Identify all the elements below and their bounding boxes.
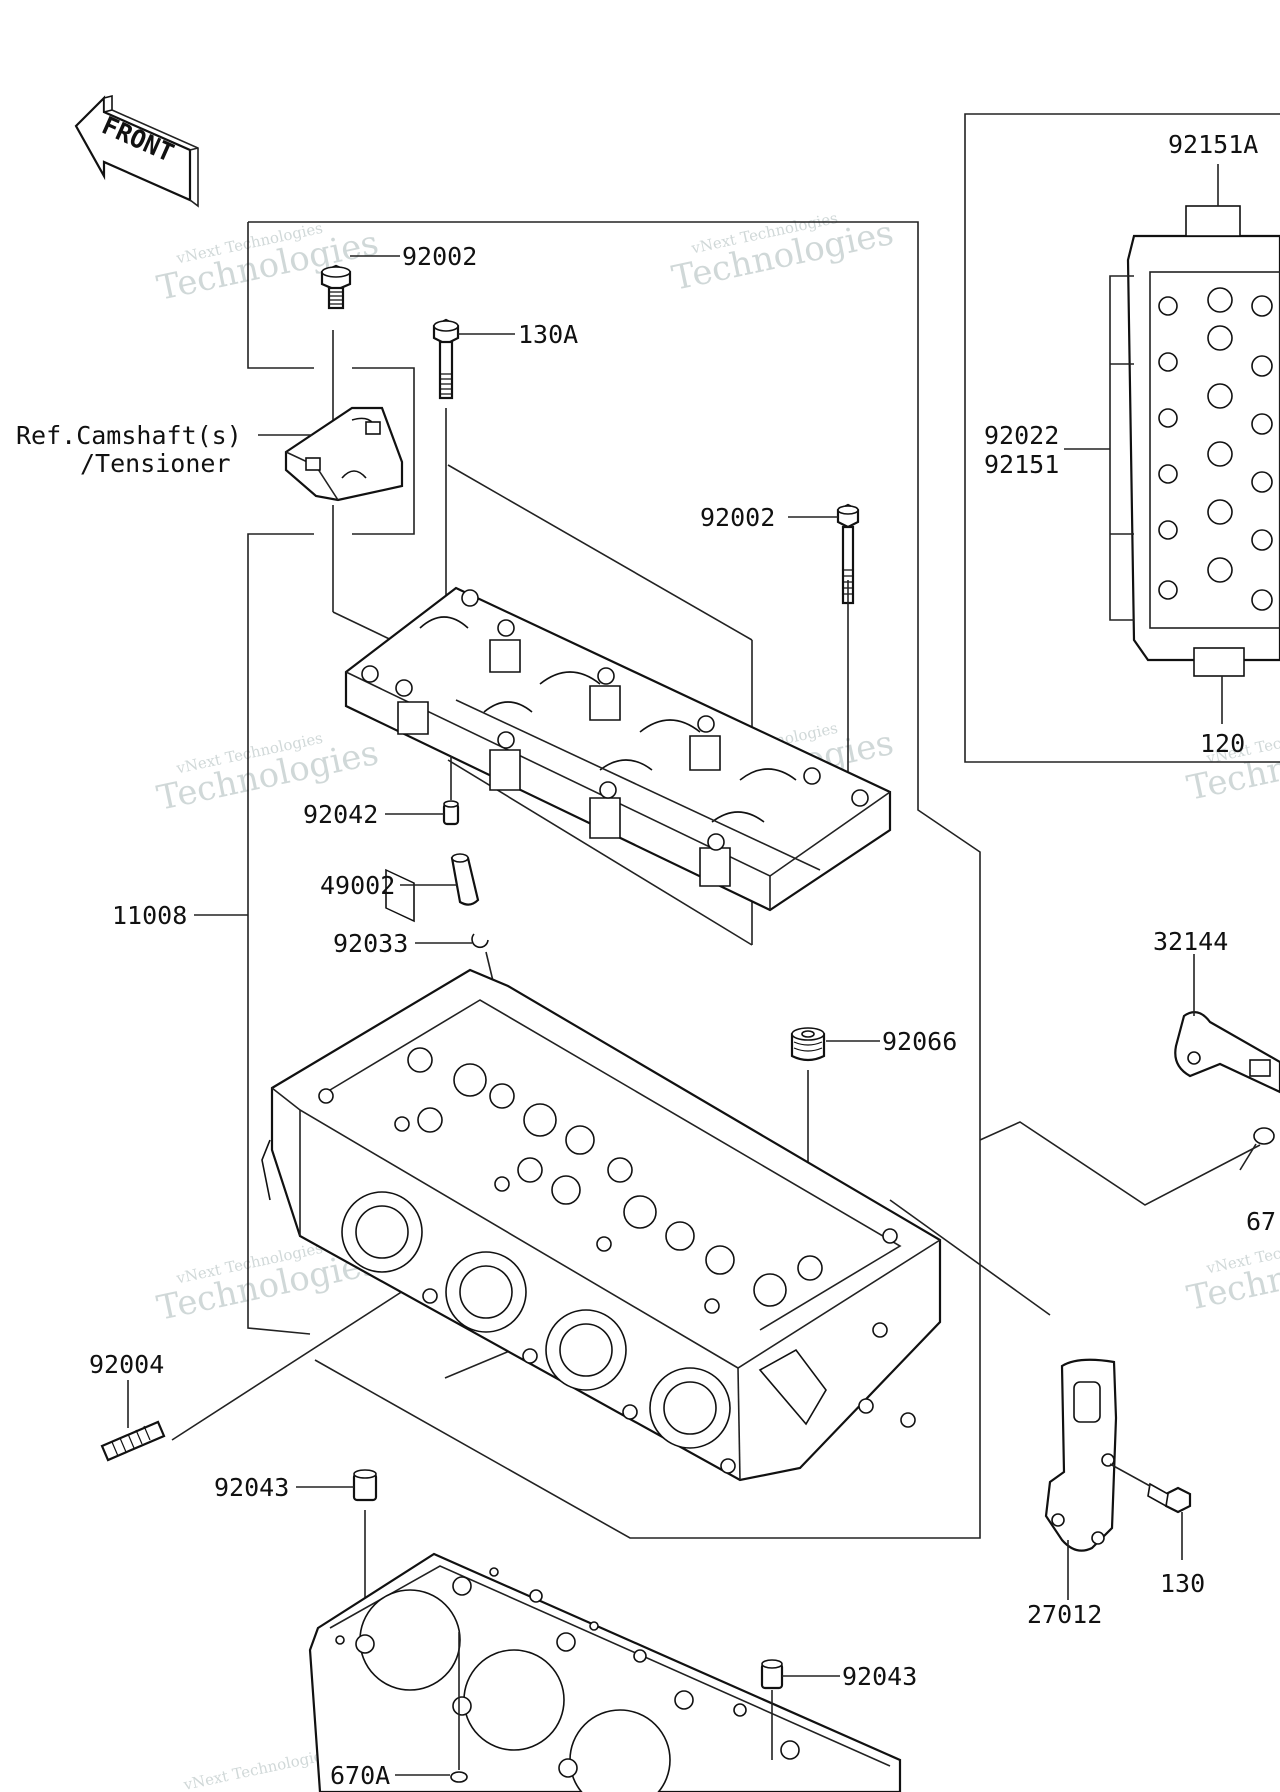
label-92002-top: 92002 xyxy=(402,242,477,271)
bolt-92002-mid xyxy=(788,503,860,808)
dowel-pin-92043-right xyxy=(760,1659,840,1760)
label-92002-mid: 92002 xyxy=(700,503,775,532)
bolt-130A xyxy=(432,318,515,600)
label-11008: 11008 xyxy=(112,901,187,930)
front-arrow-icon: FRONT xyxy=(74,94,199,208)
label-92042: 92042 xyxy=(303,800,378,829)
label-ref-tensioner: /Tensioner xyxy=(80,449,231,478)
bracket-27012 xyxy=(1044,1358,1118,1600)
watermark-text: Technologies xyxy=(1184,1233,1280,1319)
o-ring-670A xyxy=(395,1632,468,1783)
head-gasket xyxy=(308,1552,902,1792)
label-130: 130 xyxy=(1160,1569,1205,1598)
inset-cylinder-head-top-view xyxy=(1064,164,1280,724)
dowel-pin-92043-left xyxy=(296,1469,378,1640)
label-670: 67 xyxy=(1246,1207,1276,1236)
label-ref-camshaft: Ref.Camshaft(s) xyxy=(16,421,242,450)
cylinder-head-11008 xyxy=(261,968,942,1482)
o-ring-670 xyxy=(1239,1127,1275,1171)
label-32144: 32144 xyxy=(1153,927,1228,956)
label-92043-left: 92043 xyxy=(214,1473,289,1502)
valve-lifter-49002 xyxy=(400,853,480,906)
inset-box xyxy=(964,113,1280,763)
label-120: 120 xyxy=(1200,729,1245,758)
cam-bearing-cover xyxy=(344,586,892,923)
bolt-92002-top xyxy=(320,255,400,310)
dowel-pin-92042 xyxy=(385,756,460,826)
label-670A: 670A xyxy=(330,1761,390,1790)
label-92066: 92066 xyxy=(882,1027,957,1056)
stud-bolt-92004 xyxy=(100,1380,166,1462)
label-92151A: 92151A xyxy=(1168,130,1258,159)
label-27012: 27012 xyxy=(1027,1600,1102,1629)
label-49002: 49002 xyxy=(320,871,395,900)
camshaft-tensioner-bracket xyxy=(258,406,404,502)
label-92043-right: 92043 xyxy=(842,1662,917,1691)
sensor-32144 xyxy=(1174,954,1280,1094)
label-92004: 92004 xyxy=(89,1350,164,1379)
watermark-text: vNext Technologies xyxy=(181,1745,331,1792)
label-130A: 130A xyxy=(518,320,578,349)
label-92033: 92033 xyxy=(333,929,408,958)
label-92151: 92151 xyxy=(984,450,1059,479)
bolt-130 xyxy=(1109,1463,1192,1560)
label-92022: 92022 xyxy=(984,421,1059,450)
